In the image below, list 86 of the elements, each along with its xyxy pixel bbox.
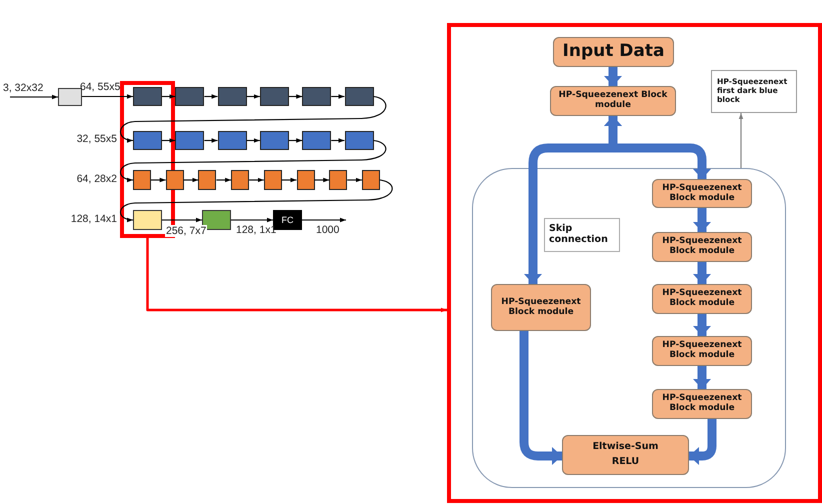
module-container bbox=[472, 168, 786, 488]
layer-block bbox=[133, 170, 151, 190]
layer-block bbox=[302, 131, 332, 150]
note-text: Skip connection bbox=[548, 224, 609, 246]
layer-block bbox=[362, 170, 380, 190]
flow-arrow bbox=[693, 208, 711, 232]
arrow bbox=[288, 138, 302, 143]
module-box bbox=[652, 232, 752, 262]
module-box bbox=[652, 179, 752, 208]
arrow bbox=[120, 96, 386, 142]
arrow bbox=[738, 113, 744, 168]
layer-block bbox=[175, 87, 204, 106]
arrow bbox=[204, 94, 218, 99]
module-label: HP-Squeezenext Block module bbox=[661, 184, 743, 204]
flow-arrow bbox=[693, 314, 711, 336]
layer-block bbox=[344, 131, 374, 150]
arrow bbox=[302, 218, 346, 222]
layer-block bbox=[296, 170, 314, 190]
input-layer-block bbox=[58, 88, 82, 106]
arrow bbox=[216, 178, 232, 182]
layer-block bbox=[218, 87, 247, 106]
edge-label: 64, 55x5 bbox=[80, 81, 120, 93]
arrow bbox=[184, 178, 198, 182]
arrow bbox=[249, 178, 264, 182]
layer-block bbox=[344, 87, 374, 106]
flow-arrow bbox=[693, 366, 711, 389]
arrow bbox=[331, 138, 344, 143]
edge-label: 64, 28x2 bbox=[76, 173, 117, 185]
module-box bbox=[491, 284, 591, 331]
module-label: HP-Squeezenext Block module bbox=[558, 91, 668, 111]
arrow bbox=[120, 179, 393, 222]
edge-label: 256, 7x7 bbox=[165, 225, 208, 237]
zoom-frame bbox=[447, 23, 822, 503]
layer-block bbox=[133, 210, 162, 230]
arrow bbox=[282, 178, 296, 182]
arrow bbox=[246, 94, 260, 99]
layer-block bbox=[231, 170, 250, 190]
note-box bbox=[544, 218, 620, 252]
layer-block bbox=[166, 170, 184, 190]
flow-arrow bbox=[604, 67, 622, 86]
arrow bbox=[10, 94, 58, 100]
layer-block bbox=[264, 170, 282, 190]
edge-label: 32, 55x5 bbox=[76, 133, 117, 145]
module-label: HP-Squeezenext Block module bbox=[661, 394, 743, 414]
layer-block bbox=[218, 131, 247, 150]
edge-label: 128, 14x1 bbox=[70, 213, 117, 225]
module-label: Eltwise-Sum bbox=[592, 442, 658, 453]
layer-block bbox=[329, 170, 348, 190]
module-label: HP-Squeezenext Block module bbox=[500, 298, 582, 318]
arrow bbox=[162, 218, 202, 222]
arrow bbox=[146, 238, 447, 312]
arrow bbox=[204, 138, 218, 143]
layer-block bbox=[302, 87, 332, 106]
layer-block bbox=[133, 131, 162, 150]
edge-label: 1000 bbox=[316, 224, 340, 236]
flow-arrow bbox=[520, 331, 562, 465]
note-box bbox=[711, 70, 797, 113]
layer-block bbox=[260, 131, 289, 150]
layer-block bbox=[198, 170, 216, 190]
flow-arrow bbox=[693, 262, 711, 284]
arrow bbox=[314, 178, 330, 182]
arrow bbox=[151, 178, 166, 182]
module-label: HP-Squeezenext Block module bbox=[661, 341, 743, 361]
module-box bbox=[652, 284, 752, 314]
input-box bbox=[553, 37, 674, 67]
layer-block bbox=[133, 87, 162, 106]
arrow bbox=[162, 138, 176, 143]
arrow bbox=[347, 178, 362, 182]
module-label: HP-Squeezenext Block module bbox=[661, 237, 743, 257]
edge-label: 3, 32x32 bbox=[3, 82, 44, 94]
arrow bbox=[331, 94, 344, 99]
module-box bbox=[550, 86, 676, 116]
layer-block bbox=[260, 87, 289, 106]
arrow bbox=[288, 94, 302, 99]
sum-box bbox=[562, 435, 689, 475]
arrow bbox=[82, 94, 133, 99]
module-box bbox=[652, 389, 752, 419]
layer-block bbox=[175, 131, 204, 150]
box-title: Input Data bbox=[562, 42, 664, 62]
module-label: RELU bbox=[612, 457, 640, 468]
module-label: HP-Squeezenext Block module bbox=[661, 289, 743, 309]
layer-label: FC bbox=[282, 214, 294, 226]
arrow bbox=[231, 218, 273, 222]
module-box bbox=[652, 336, 752, 366]
arrow bbox=[162, 94, 176, 99]
arrow bbox=[246, 138, 260, 143]
